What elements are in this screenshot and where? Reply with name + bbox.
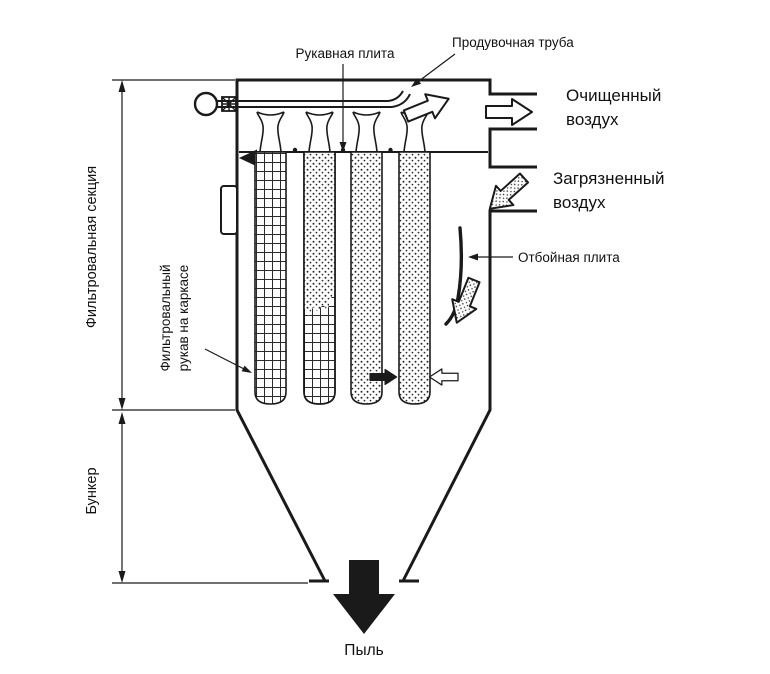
pulse-valve-cross <box>221 96 237 112</box>
leader-filter-bag-arrowhead <box>241 365 252 373</box>
label-clean-air-1: Очищенный <box>566 86 661 105</box>
leader-baffle-arrowhead <box>468 253 478 261</box>
clean-air-arrow-curved <box>400 85 455 130</box>
venturi-2 <box>305 111 334 153</box>
housing-outline-right <box>401 209 537 582</box>
dust-arrow <box>333 560 395 634</box>
label-baffle-plate: Отбойная плита <box>518 250 620 265</box>
housing-outlet-inlet-wall <box>488 127 537 169</box>
leader-blow-pipe-arrowhead <box>411 78 422 87</box>
clean-air-arrow-duct <box>485 98 533 126</box>
housing <box>235 78 537 583</box>
label-dirty-air-1: Загрязненный <box>553 169 665 188</box>
filter-bag-4 <box>398 151 431 405</box>
fan-circle-icon <box>193 91 219 117</box>
blow-pipe-lines <box>217 100 392 108</box>
left-flow-arrow-icon <box>239 149 268 167</box>
dim-arrow-down-2 <box>118 571 126 583</box>
leader-filter-bag <box>204 348 249 372</box>
label-hopper: Бункер <box>84 467 100 514</box>
filter-bag-1 <box>254 151 287 405</box>
housing-outline-left <box>235 78 537 582</box>
label-filter-section: Фильтровальная секция <box>84 166 100 328</box>
dim-arrow-up-2 <box>118 412 126 424</box>
blow-pipe-curve <box>387 90 411 108</box>
filter-bag-2-outline <box>303 151 336 405</box>
label-filter-bag-1: Фильтровальный <box>158 265 173 372</box>
leader-bag-plate-arrowhead <box>339 142 347 152</box>
label-dirty-air-2: воздух <box>553 193 606 212</box>
label-filter-bag-2: рукав на каркасе <box>176 265 191 372</box>
control-box <box>220 185 238 235</box>
label-bag-plate: Рукавная плита <box>296 46 395 61</box>
dim-arrow-down-1 <box>118 398 126 410</box>
filter-bag-3 <box>350 151 383 405</box>
label-dust: Пыль <box>344 642 383 659</box>
air-arrow-left-small <box>428 368 459 386</box>
dim-arrow-up-1 <box>118 80 126 92</box>
tube-sheet-bolt-icon <box>388 147 393 153</box>
tube-sheet-bolt-icon <box>292 147 298 153</box>
dimension-lines <box>112 79 308 584</box>
filter-bag-2-dust-layer <box>304 152 335 316</box>
leader-blow-pipe <box>414 53 456 85</box>
label-clean-air-2: воздух <box>566 110 619 129</box>
venturi-1 <box>256 111 285 153</box>
labels: Рукавная плита Продувочная труба Очищенн… <box>84 35 665 659</box>
venturis <box>256 111 429 153</box>
filter-bags <box>254 151 431 405</box>
blow-pipe-assembly <box>193 90 411 235</box>
baffle-plate <box>444 226 464 326</box>
label-blow-pipe: Продувочная труба <box>452 35 574 50</box>
venturi-3 <box>352 111 381 153</box>
leader-lines <box>204 53 513 373</box>
flow-arrows <box>369 85 534 386</box>
